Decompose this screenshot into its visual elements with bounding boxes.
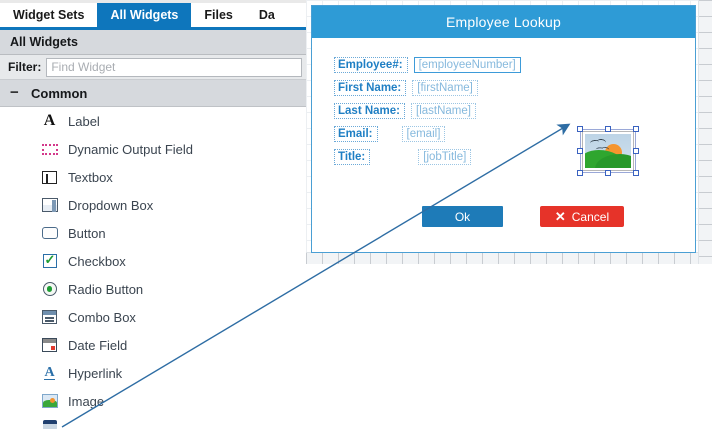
combo-box-icon: [40, 308, 59, 327]
widget-list: A Label Dynamic Output Field Textbox Dro…: [0, 107, 306, 429]
widget-item-checkbox[interactable]: Checkbox: [0, 247, 306, 275]
search-input[interactable]: [46, 57, 302, 77]
toolbox-tab-bar: Widget Sets All Widgets Files Da: [0, 0, 306, 30]
widget-item-label[interactable]: A Label: [0, 107, 306, 135]
image-icon: [40, 392, 59, 411]
tab-data-label: Da: [258, 8, 275, 22]
textbox-icon: [40, 168, 59, 187]
widget-item-date-field[interactable]: Date Field: [0, 331, 306, 359]
resize-handle-ne[interactable]: [633, 126, 639, 132]
filter-label: Filter:: [8, 60, 42, 74]
dialog-title: Employee Lookup: [445, 14, 562, 30]
dialog-body: Employee#: [employeeNumber] First Name: …: [312, 38, 695, 252]
first-name-label[interactable]: First Name:: [334, 80, 407, 96]
widget-item-date-field-text: Date Field: [68, 337, 128, 353]
checkbox-icon: [40, 252, 59, 271]
field-row-title: Title: [jobTitle]: [334, 148, 472, 166]
widget-item-label-text: Label: [68, 113, 100, 129]
widget-item-dynamic-output-field-text: Dynamic Output Field: [68, 141, 193, 157]
resize-handle-nw[interactable]: [577, 126, 583, 132]
tab-all-widgets-label: All Widgets: [110, 8, 179, 22]
widget-item-dynamic-output-field[interactable]: Dynamic Output Field: [0, 135, 306, 163]
dynamic-output-field-icon: [40, 140, 59, 159]
widget-item-hyperlink-text: Hyperlink: [68, 365, 123, 381]
panel-title: All Widgets: [0, 30, 306, 55]
widget-item-image-text: Image: [68, 393, 105, 409]
tab-data[interactable]: Da: [246, 0, 288, 30]
image-widget[interactable]: [577, 126, 639, 176]
hyperlink-icon: A: [44, 365, 55, 380]
widget-item-combo-box-text: Combo Box: [68, 309, 136, 325]
label-icon: A: [43, 112, 56, 129]
last-name-label[interactable]: Last Name:: [334, 103, 405, 119]
employee-lookup-dialog: Employee Lookup Employee#: [employeeNumb…: [311, 5, 696, 253]
widget-toolbox-panel: Widget Sets All Widgets Files Da All Wid…: [0, 0, 306, 448]
email-field[interactable]: [email]: [401, 126, 446, 142]
panel-title-label: All Widgets: [10, 35, 78, 49]
title-field[interactable]: [jobTitle]: [418, 149, 472, 165]
widget-item-checkbox-text: Checkbox: [68, 253, 126, 269]
resize-handle-s[interactable]: [605, 170, 611, 176]
tab-files[interactable]: Files: [191, 0, 246, 30]
design-canvas: Employee Lookup Employee#: [employeeNumb…: [306, 0, 712, 448]
widget-item-textbox-text: Textbox: [68, 169, 113, 185]
widget-item-hyperlink[interactable]: A Hyperlink: [0, 359, 306, 387]
widget-item-partial-clipped[interactable]: [0, 415, 306, 429]
email-label[interactable]: Email:: [334, 126, 378, 142]
resize-handle-sw[interactable]: [577, 170, 583, 176]
field-row-employee-number: Employee#: [employeeNumber]: [334, 56, 521, 74]
close-icon: ✕: [554, 209, 566, 224]
resize-handle-e[interactable]: [633, 148, 639, 154]
tab-all-widgets[interactable]: All Widgets: [97, 0, 192, 30]
cancel-button-label: Cancel: [571, 209, 610, 224]
field-row-email: Email: [email]: [334, 125, 446, 143]
dialog-title-bar: Employee Lookup: [312, 6, 695, 38]
last-name-field[interactable]: [lastName]: [411, 103, 476, 119]
resize-handle-n[interactable]: [605, 126, 611, 132]
widget-item-button-text: Button: [68, 225, 106, 241]
collapse-minus-icon[interactable]: −: [10, 84, 19, 101]
group-header-common[interactable]: − Common: [0, 80, 306, 107]
widget-item-combo-box[interactable]: Combo Box: [0, 303, 306, 331]
image-bird-2: [595, 147, 604, 152]
title-label[interactable]: Title:: [334, 149, 371, 165]
dropdown-box-icon: [40, 196, 59, 215]
widget-item-dropdown-box-text: Dropdown Box: [68, 197, 154, 213]
ruler-horizontal: [306, 252, 706, 264]
employee-number-field[interactable]: [employeeNumber]: [413, 57, 521, 73]
employee-number-label[interactable]: Employee#:: [334, 57, 408, 73]
resize-handle-w[interactable]: [577, 148, 583, 154]
image-hill-right: [595, 154, 631, 168]
widget-item-textbox[interactable]: Textbox: [0, 163, 306, 191]
tab-bar-top-strip: [0, 0, 306, 3]
ok-button-label: Ok: [454, 209, 471, 224]
ruler-vertical: [698, 0, 712, 264]
group-header-common-label: Common: [31, 85, 88, 101]
tab-widget-sets-label: Widget Sets: [13, 8, 85, 22]
resize-handle-se[interactable]: [633, 170, 639, 176]
widget-item-image[interactable]: Image: [0, 387, 306, 415]
button-icon: [40, 224, 59, 243]
image-preview: [582, 131, 634, 171]
widget-item-button[interactable]: Button: [0, 219, 306, 247]
clipped-widget-icon: [40, 415, 59, 429]
widget-item-radio-button-text: Radio Button: [68, 281, 144, 297]
first-name-field[interactable]: [firstName]: [412, 80, 478, 96]
field-row-last-name: Last Name: [lastName]: [334, 102, 476, 120]
tab-widget-sets[interactable]: Widget Sets: [0, 0, 97, 30]
cancel-button[interactable]: ✕ Cancel: [540, 206, 624, 227]
filter-row: Filter:: [0, 55, 306, 80]
tab-files-label: Files: [204, 8, 233, 22]
radio-button-icon: [40, 280, 59, 299]
widget-item-dropdown-box[interactable]: Dropdown Box: [0, 191, 306, 219]
widget-item-radio-button[interactable]: Radio Button: [0, 275, 306, 303]
ok-button[interactable]: Ok: [422, 206, 503, 227]
date-field-icon: [40, 336, 59, 355]
field-row-first-name: First Name: [firstName]: [334, 79, 478, 97]
